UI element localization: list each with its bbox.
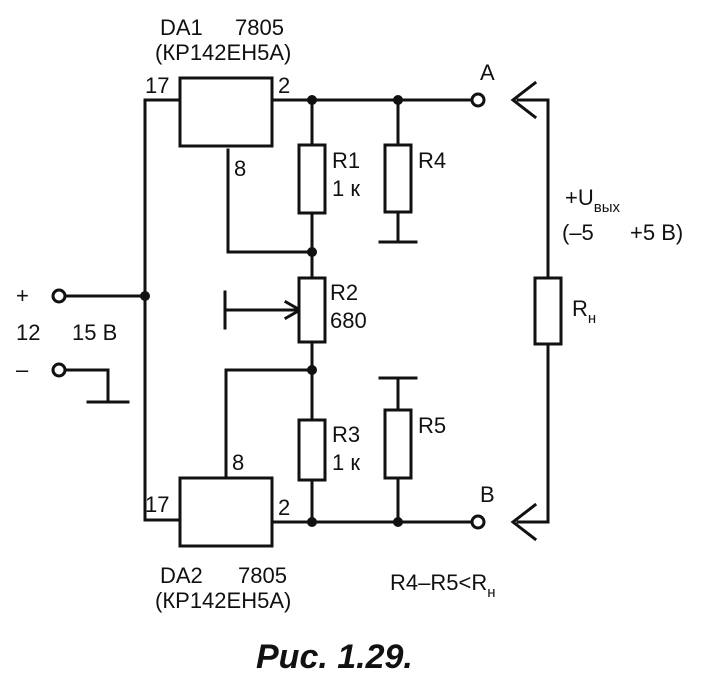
da1-gnd-wire xyxy=(226,148,314,254)
plug-a-symbol xyxy=(510,80,538,120)
minus-input-wire xyxy=(63,368,110,404)
load-condition-sub: н xyxy=(487,584,495,601)
plug-b-symbol xyxy=(510,502,538,542)
da2-regulator-body xyxy=(178,476,274,548)
r3-resistor xyxy=(297,418,327,482)
da2-pin-out: 2 xyxy=(278,495,290,520)
output-range-hi: +5 В) xyxy=(630,220,683,245)
r1-resistor xyxy=(297,143,327,215)
junction-dot xyxy=(307,365,317,375)
junction-dots xyxy=(140,95,403,527)
terminal-a xyxy=(470,92,486,108)
r5-label: R5 xyxy=(418,413,446,438)
rn-label-main: R xyxy=(572,296,588,321)
r3-label: R3 xyxy=(332,422,360,447)
da2-part: 7805 xyxy=(238,563,287,588)
r3-value: 1 к xyxy=(332,450,360,475)
da2-alt-part: (КР142ЕН5А) xyxy=(155,588,291,613)
figure-caption: Рис. 1.29. xyxy=(256,638,413,676)
input-minus-label: – xyxy=(16,357,29,382)
output-range-lo: (–5 xyxy=(562,220,594,245)
load-condition: R4–R5<Rн xyxy=(390,570,496,601)
da1-pin-out: 2 xyxy=(278,73,290,98)
output-voltage-main: +U xyxy=(565,185,594,210)
rn-load-resistor xyxy=(533,276,563,346)
r5-resistor xyxy=(383,408,413,480)
junction-dot xyxy=(307,247,317,257)
da2-name: DA2 xyxy=(160,563,203,588)
rn-label: Rн xyxy=(572,296,596,327)
load-condition-main: R4–R5<R xyxy=(390,570,487,595)
output-voltage-label: +Uвых xyxy=(565,185,621,216)
load-top-wire xyxy=(516,98,550,280)
terminal-b xyxy=(470,514,486,530)
r1-label: R1 xyxy=(332,148,360,173)
terminal-b-label: B xyxy=(480,482,495,507)
da2-gnd-wire xyxy=(224,368,314,480)
junction-dot xyxy=(307,517,317,527)
wires xyxy=(63,80,550,542)
da2-pin-gnd: 8 xyxy=(232,450,244,475)
plus-input-terminal xyxy=(51,288,67,304)
minus-input-terminal xyxy=(51,362,67,378)
r1-value: 1 к xyxy=(332,176,360,201)
r4-label: R4 xyxy=(418,148,446,173)
terminal-a-label: A xyxy=(480,60,495,85)
da1-part: 7805 xyxy=(235,15,284,40)
input-voltage-lo: 12 xyxy=(16,320,40,345)
junction-dot xyxy=(393,517,403,527)
output-voltage-sub: вых xyxy=(594,199,621,216)
da2-pin-in: 17 xyxy=(145,492,169,517)
r2-label: R2 xyxy=(330,280,358,305)
junction-dot xyxy=(140,291,150,301)
da1-alt-part: (КР142ЕН5А) xyxy=(155,40,291,65)
da1-pin-in: 17 xyxy=(145,73,169,98)
load-bottom-wire xyxy=(516,342,550,524)
r2-potentiometer xyxy=(297,276,327,344)
da1-regulator-body xyxy=(178,76,274,148)
r4-resistor xyxy=(383,143,413,214)
rn-label-sub: н xyxy=(588,310,596,327)
da1-name: DA1 xyxy=(160,15,203,40)
input-voltage-hi: 15 В xyxy=(72,320,117,345)
input-plus-label: + xyxy=(16,283,29,308)
r2-value: 680 xyxy=(330,308,367,333)
junction-dot xyxy=(393,95,403,105)
junction-dot xyxy=(307,95,317,105)
da1-pin-gnd: 8 xyxy=(234,156,246,181)
